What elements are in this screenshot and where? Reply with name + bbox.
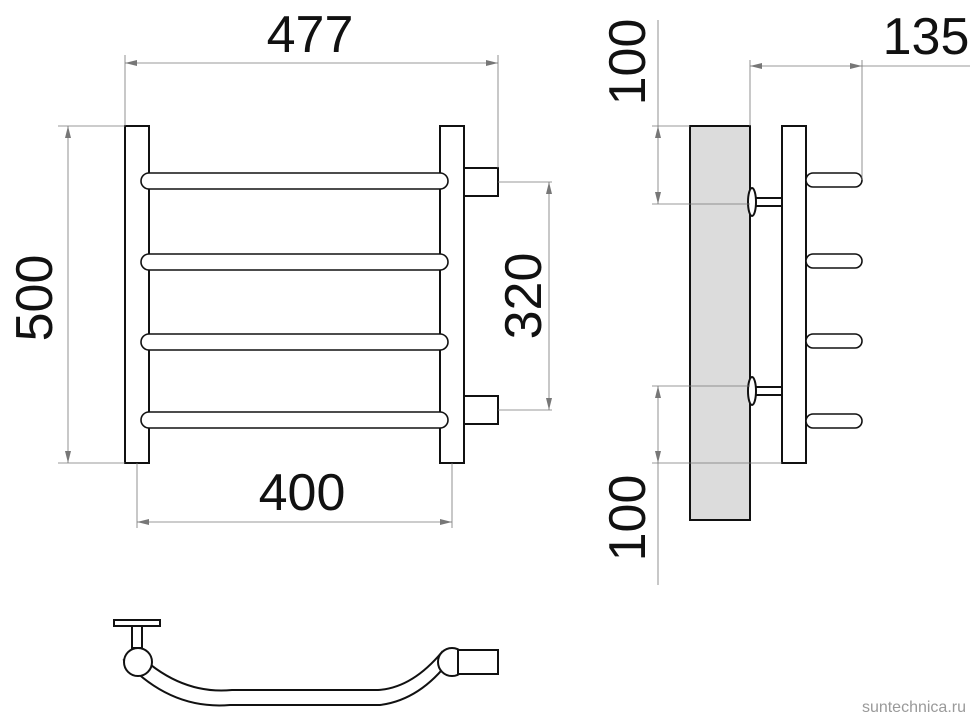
height-label: 500 [6,255,64,342]
front-view [124,125,499,464]
connector-section [457,649,499,675]
wall [689,125,751,521]
dimension-axis-distance: 320 [495,181,553,411]
rung-3 [140,333,449,351]
rung-1 [140,172,449,190]
watermark: suntechnica.ru [862,699,966,716]
side-post [781,125,807,464]
dimension-height: 500 [6,125,125,464]
dimension-inner-width: 400 [136,463,453,528]
top-offset-label: 100 [599,19,657,106]
rung-profile [122,650,452,707]
left-post-section [123,647,153,677]
inner-width-label: 400 [259,464,346,522]
rung-4 [140,411,449,429]
axis-distance-label: 320 [495,253,553,340]
side-rung-3 [805,333,863,349]
dimension-total-width: 477 [124,6,499,168]
wall-offset-label: 135 [883,8,970,66]
dimension-wall-offset: 135 [749,8,970,180]
total-width-label: 477 [267,6,354,64]
top-view [113,619,499,707]
dimension-bottom-offset: 100 [599,385,782,585]
rung-2 [140,253,449,271]
bottom-connector [463,395,499,425]
side-rung-2 [805,253,863,269]
side-rung-4 [805,413,863,429]
side-view [689,125,863,521]
top-connector [463,167,499,197]
dimension-top-offset: 100 [599,19,750,205]
side-rung-1 [805,172,863,188]
bottom-offset-label: 100 [599,475,657,562]
